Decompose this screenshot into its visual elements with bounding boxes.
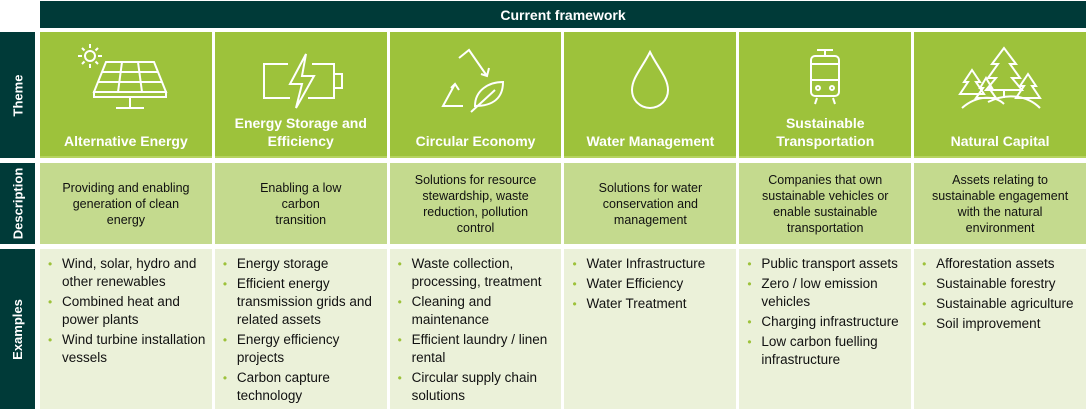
list-item: Waste collection, processing, treatment <box>398 255 556 291</box>
theme-title: Alternative Energy <box>64 133 188 149</box>
theme-title: Energy Storage and Efficiency <box>234 115 367 149</box>
theme-sustainable-transportation: Sustainable Transportation <box>739 32 912 158</box>
description-water-management: Solutions for water conservation and man… <box>564 163 737 244</box>
list-item: Cleaning and maintenance <box>398 293 556 329</box>
description-sustainable-transportation: Companies that own sustainable vehicles … <box>739 163 912 244</box>
row-label-description: Description <box>0 163 35 244</box>
examples-list: Afforestation assets Sustainable forestr… <box>922 255 1080 333</box>
examples-list: Public transport assets Zero / low emiss… <box>747 255 905 369</box>
list-item: Combined heat and power plants <box>48 293 206 329</box>
framework-grid: Alternative Energy Energy Storage and Ef… <box>40 32 1086 409</box>
examples-alternative-energy: Wind, solar, hydro and other renewables … <box>40 249 212 409</box>
list-item: Water Treatment <box>572 295 730 313</box>
list-item: Wind, solar, hydro and other renewables <box>48 255 206 291</box>
solar-panel-icon <box>76 42 176 119</box>
list-item: Sustainable forestry <box>922 275 1080 293</box>
list-item: Energy storage <box>223 255 381 273</box>
theme-energy-storage: Energy Storage and Efficiency <box>214 32 387 158</box>
theme-title: Circular Economy <box>415 133 536 149</box>
framework-header: Current framework <box>40 1 1086 28</box>
tram-icon <box>805 48 845 113</box>
battery-bolt-icon <box>256 52 346 117</box>
examples-list: Energy storage Efficient energy transmis… <box>223 255 381 405</box>
description-alternative-energy: Providing and enabling generation of cle… <box>40 163 212 244</box>
list-item: Efficient laundry / linen rental <box>398 331 556 367</box>
examples-water-management: Water Infrastructure Water Efficiency Wa… <box>564 249 737 409</box>
description-energy-storage: Enabling a low carbon transition <box>214 163 387 244</box>
list-item: Afforestation assets <box>922 255 1080 273</box>
theme-natural-capital: Natural Capital <box>914 32 1086 158</box>
examples-natural-capital: Afforestation assets Sustainable forestr… <box>914 249 1086 409</box>
list-item: Sustainable agriculture <box>922 295 1080 313</box>
theme-circular-economy: Circular Economy <box>389 32 562 158</box>
list-item: Carbon capture technology <box>223 369 381 405</box>
description-natural-capital: Assets relating to sustainable engagemen… <box>914 163 1086 244</box>
list-item: Charging infrastructure <box>747 313 905 331</box>
list-item: Soil improvement <box>922 315 1080 333</box>
row-label-examples: Examples <box>0 249 35 409</box>
list-item: Public transport assets <box>747 255 905 273</box>
list-item: Low carbon fuelling infrastructure <box>747 333 905 369</box>
forest-trees-icon <box>958 46 1042 115</box>
theme-title: Water Management <box>586 133 715 149</box>
framework-title: Current framework <box>500 6 626 23</box>
theme-title: Natural Capital <box>950 133 1050 149</box>
list-item: Zero / low emission vehicles <box>747 275 905 311</box>
list-item: Energy efficiency projects <box>223 331 381 367</box>
theme-alternative-energy: Alternative Energy <box>40 32 212 158</box>
list-item: Efficient energy transmission grids and … <box>223 275 381 329</box>
list-item: Circular supply chain solutions <box>398 369 556 405</box>
examples-list: Water Infrastructure Water Efficiency Wa… <box>572 255 730 313</box>
theme-title: Sustainable Transportation <box>776 115 875 149</box>
examples-list: Wind, solar, hydro and other renewables … <box>48 255 206 367</box>
examples-list: Waste collection, processing, treatment … <box>398 255 556 405</box>
theme-water-management: Water Management <box>564 32 737 158</box>
row-label-theme: Theme <box>0 32 35 158</box>
examples-energy-storage: Energy storage Efficient energy transmis… <box>214 249 387 409</box>
list-item: Water Efficiency <box>572 275 730 293</box>
examples-circular-economy: Waste collection, processing, treatment … <box>389 249 562 409</box>
recycle-leaf-icon <box>440 48 511 119</box>
list-item: Wind turbine installation vessels <box>48 331 206 367</box>
description-circular-economy: Solutions for resource stewardship, wast… <box>389 163 562 244</box>
water-drop-icon <box>628 49 672 115</box>
list-item: Water Infrastructure <box>572 255 730 273</box>
examples-sustainable-transportation: Public transport assets Zero / low emiss… <box>739 249 912 409</box>
